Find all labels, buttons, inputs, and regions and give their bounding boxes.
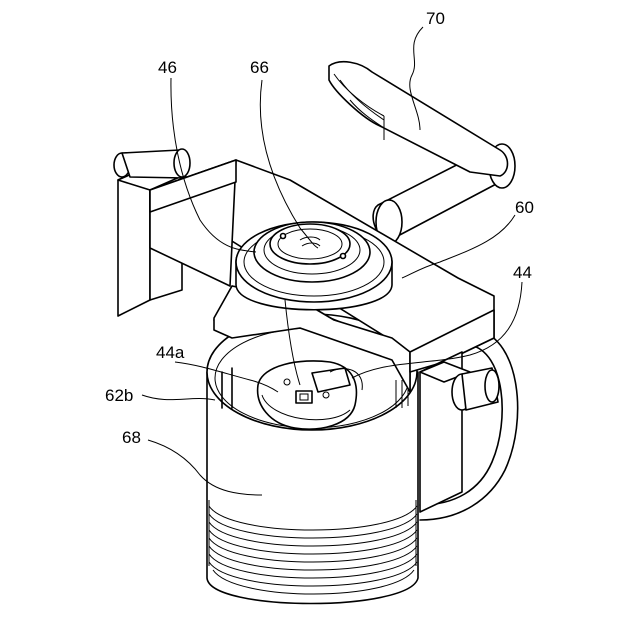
label-44: 44 bbox=[513, 263, 532, 282]
label-62b: 62b bbox=[105, 386, 133, 405]
label-46: 46 bbox=[158, 58, 177, 77]
lever-arm bbox=[329, 62, 515, 244]
label-68: 68 bbox=[122, 428, 141, 447]
label-44a: 44a bbox=[156, 343, 185, 362]
label-66: 66 bbox=[250, 58, 269, 77]
lid-assembly bbox=[236, 222, 392, 310]
label-60: 60 bbox=[515, 198, 534, 217]
heater-socket bbox=[258, 361, 363, 429]
label-70: 70 bbox=[426, 9, 445, 28]
